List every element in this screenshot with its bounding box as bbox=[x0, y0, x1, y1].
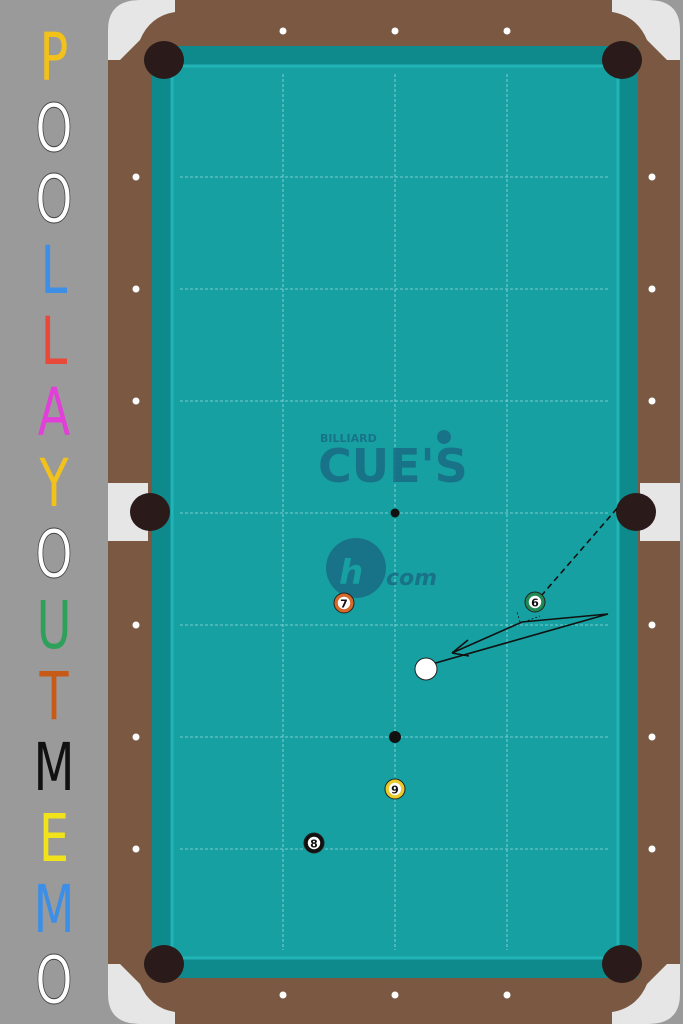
watermark-sub-text: com bbox=[386, 566, 437, 591]
pocket-side-right bbox=[616, 493, 656, 531]
title-letter: M bbox=[33, 729, 74, 806]
object-ball-path bbox=[540, 504, 621, 597]
pocket-top-left bbox=[144, 41, 184, 79]
title-letter: Y bbox=[39, 445, 70, 522]
ball-nine[interactable]: 9 bbox=[384, 778, 406, 800]
ball-eight[interactable]: 8 bbox=[303, 832, 325, 854]
rail-diamond bbox=[503, 27, 511, 35]
watermark-h-logo-icon bbox=[326, 538, 386, 598]
title-letter: T bbox=[39, 658, 70, 735]
corner-cap-bottom-left bbox=[108, 964, 175, 1024]
rail-diamond bbox=[132, 845, 140, 853]
ball-number: 7 bbox=[340, 597, 348, 610]
pocket-bottom-right bbox=[602, 945, 642, 983]
ball-number: 6 bbox=[531, 596, 539, 609]
title-letter: M bbox=[33, 871, 74, 948]
rail-diamond bbox=[279, 991, 287, 999]
ball-number: 8 bbox=[310, 837, 318, 850]
rail-diamond bbox=[132, 733, 140, 741]
arrow-head-icon bbox=[451, 639, 470, 657]
rail-diamond bbox=[391, 27, 399, 35]
pocket-top-right bbox=[602, 41, 642, 79]
title-letter: O bbox=[35, 516, 72, 593]
watermark-logo: BILLIARD CUE'S h com bbox=[318, 430, 468, 598]
ball-number: 9 bbox=[391, 783, 399, 796]
rail-diamond bbox=[648, 173, 656, 181]
rail-diamond bbox=[132, 397, 140, 405]
rail-diamond bbox=[132, 285, 140, 293]
ball-seven[interactable]: 7 bbox=[333, 592, 355, 614]
rail-diamond bbox=[648, 285, 656, 293]
svg-text:h: h bbox=[339, 553, 363, 593]
pocket-bottom-left bbox=[144, 945, 184, 983]
title-letter: P bbox=[40, 19, 69, 96]
rail-diamond bbox=[503, 991, 511, 999]
rail-diamond bbox=[648, 845, 656, 853]
title-letter: L bbox=[41, 303, 67, 380]
head-spot bbox=[390, 508, 400, 518]
title-letter: O bbox=[35, 90, 72, 167]
rail-diamond bbox=[132, 173, 140, 181]
rail-diamond bbox=[132, 621, 140, 629]
title-letter: O bbox=[35, 942, 72, 1019]
rail-diamond bbox=[648, 621, 656, 629]
ball-six[interactable]: 6 bbox=[524, 591, 546, 613]
watermark-small-text: BILLIARD bbox=[320, 432, 377, 445]
rail-diamond bbox=[648, 733, 656, 741]
rail-diamond bbox=[279, 27, 287, 35]
title-letter: O bbox=[35, 161, 72, 238]
rail-diamond bbox=[391, 991, 399, 999]
shot-path bbox=[431, 504, 621, 665]
title-letter: L bbox=[41, 232, 67, 309]
corner-cap-top-left bbox=[108, 0, 175, 60]
cue-ball-path bbox=[431, 613, 609, 665]
title-letter: E bbox=[39, 800, 69, 877]
pocket-side-left bbox=[130, 493, 170, 531]
ball-cue[interactable] bbox=[414, 657, 438, 681]
watermark-big-text: CUE'S bbox=[318, 439, 468, 493]
pool-table: BILLIARD CUE'S h com 6 7 9 8 bbox=[108, 0, 680, 1024]
title-letter: A bbox=[38, 374, 71, 451]
corner-cap-bottom-right bbox=[612, 964, 680, 1024]
rail-diamond bbox=[648, 397, 656, 405]
watermark-cue-ball-icon bbox=[437, 430, 451, 444]
foot-spot bbox=[389, 731, 401, 743]
title-letter: U bbox=[37, 587, 72, 664]
corner-cap-top-right bbox=[612, 0, 680, 60]
